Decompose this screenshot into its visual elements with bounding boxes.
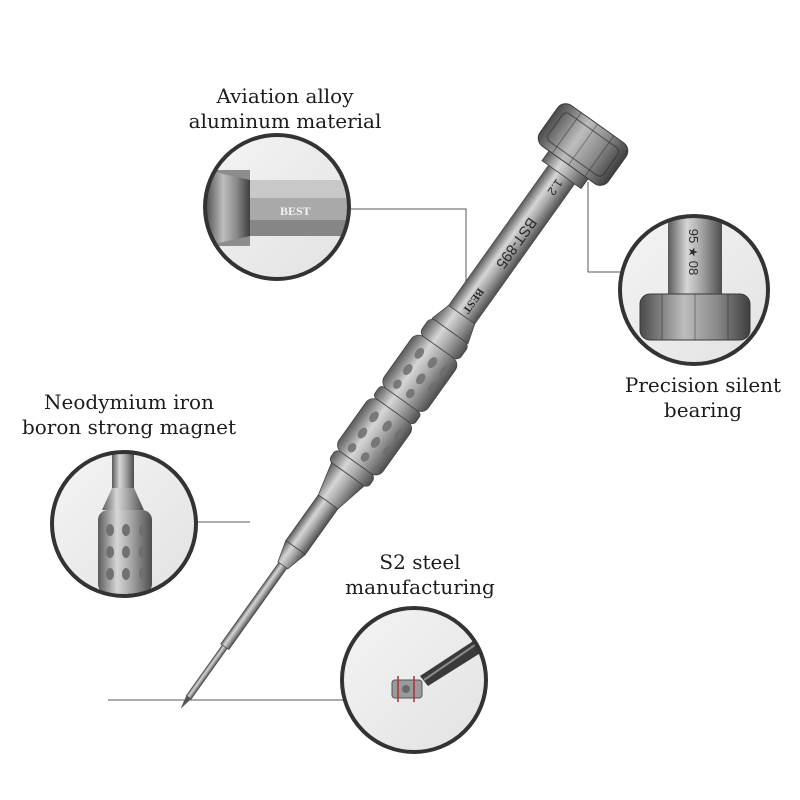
callout-aviation-line1: Aviation alloy — [216, 84, 354, 108]
callout-bearing-line2: bearing — [663, 398, 743, 422]
leader-line-bearing — [587, 182, 621, 273]
blade-taper — [277, 539, 307, 570]
callout-s2-line2: manufacturing — [345, 575, 495, 599]
screwdriver: BST-895 1.2 BEST — [180, 103, 629, 709]
aluminum-engraving-brand: BEST — [280, 204, 311, 218]
detail-circle-aluminum: BEST — [203, 133, 351, 281]
detail-circle-s2-steel — [340, 606, 488, 754]
blade-tip — [180, 695, 192, 709]
callout-s2-steel: S2 steel manufacturing — [320, 550, 520, 600]
blade-shaft — [220, 562, 288, 651]
knurled-handle — [329, 318, 468, 487]
callout-aviation-line2: aluminum material — [188, 109, 382, 133]
callout-magnet-line2: boron strong magnet — [21, 415, 237, 439]
bearing-mark-star: ★ — [686, 247, 700, 258]
neck — [431, 304, 476, 345]
detail-circle-bearing: 95 ★ 08 — [618, 214, 770, 366]
detail-circle-magnet — [50, 450, 198, 598]
callout-bearing-line1: Precision silent — [624, 373, 782, 397]
leader-line-aviation — [349, 208, 467, 286]
callout-s2-line1: S2 steel — [379, 550, 461, 574]
bearing-mark-a: 95 — [686, 229, 701, 243]
blade-collar — [285, 494, 339, 556]
callout-aviation-alloy: Aviation alloy aluminum material — [150, 84, 420, 134]
callout-bearing: Precision silent bearing — [610, 373, 796, 423]
callout-magnet: Neodymium iron boron strong magnet — [0, 390, 258, 440]
leader-lines — [108, 182, 621, 701]
bearing-mark-b: 08 — [686, 261, 701, 275]
callout-magnet-line1: Neodymium iron — [44, 390, 214, 414]
blade-thin — [185, 644, 228, 700]
bearing-cap — [537, 103, 629, 190]
